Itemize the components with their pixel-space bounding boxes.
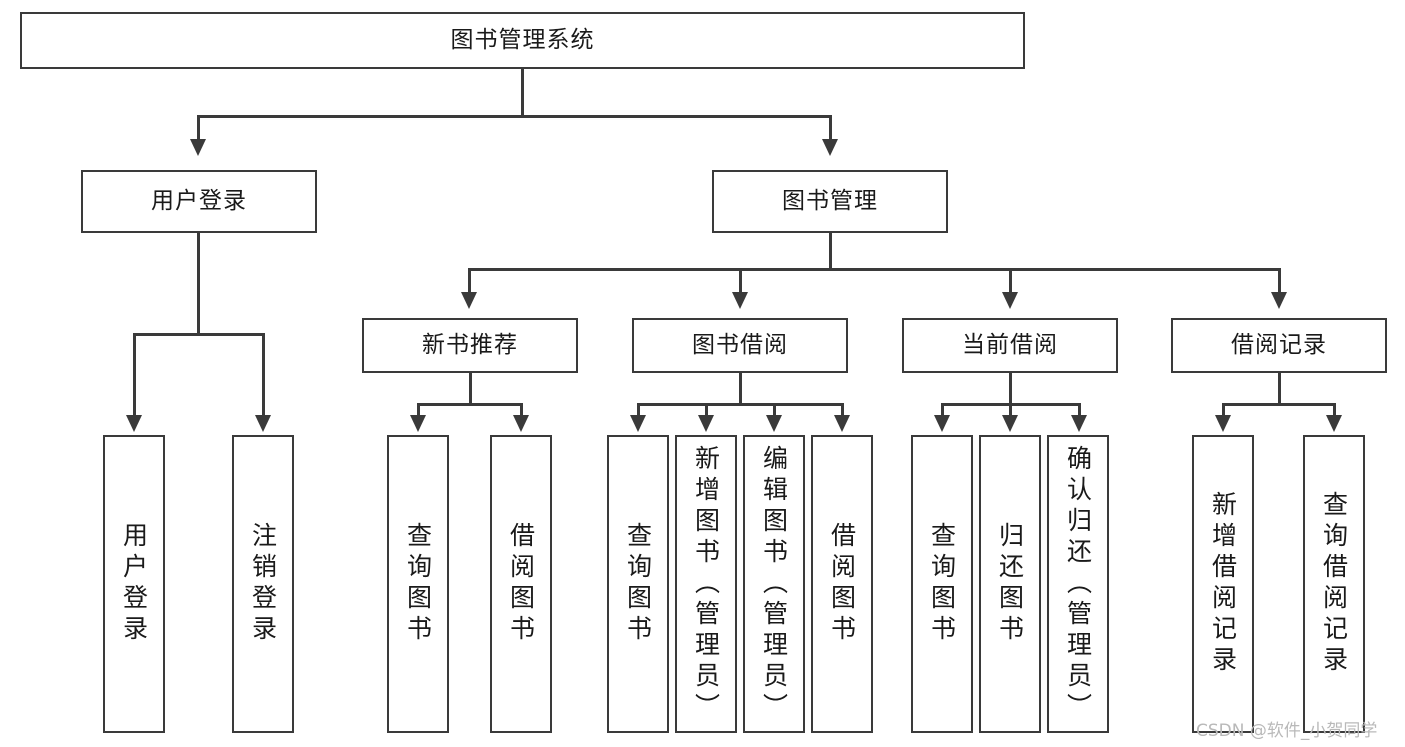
connector-user-login-child-2 — [262, 333, 265, 417]
connector-bm-child-1 — [468, 268, 471, 294]
arrowhead-bm-child-3 — [1002, 292, 1018, 309]
arrowhead-cb-child-2 — [1002, 415, 1018, 432]
node-new-book-recommend[interactable]: 新书推荐 — [362, 318, 578, 373]
arrowhead-user-login-child-2 — [255, 415, 271, 432]
node-label: 借阅图书 — [827, 522, 857, 646]
node-label: 查询图书 — [623, 522, 653, 646]
node-user-login[interactable]: 用户登录 — [81, 170, 317, 233]
node-label: 新增图书（管理员） — [691, 444, 721, 724]
node-label: 确认归还（管理员） — [1063, 444, 1093, 724]
connector-nbr-child-2 — [520, 403, 523, 417]
node-label: 查询图书 — [403, 522, 433, 646]
watermark-text: CSDN @软件_小贺同学 — [1196, 721, 1378, 741]
node-label: 图书管理 — [782, 187, 878, 214]
node-label: 归还图书 — [995, 522, 1025, 646]
connector-bb-child-2 — [705, 403, 708, 417]
connector-nbr-stem — [469, 373, 472, 405]
arrowhead-bb-child-4 — [834, 415, 850, 432]
arrowhead-cb-child-1 — [934, 415, 950, 432]
leaf-cb-query-book[interactable]: 查询图书 — [911, 435, 973, 733]
node-label: 新增借阅记录 — [1208, 491, 1238, 677]
connector-book-management-stem — [829, 233, 832, 270]
connector-cb-child-3 — [1078, 403, 1081, 417]
arrowhead-user-login-child-1 — [126, 415, 142, 432]
arrowhead-bm-child-2 — [732, 292, 748, 309]
leaf-bb-edit-book-admin[interactable]: 编辑图书（管理员） — [743, 435, 805, 733]
connector-bb-child-3 — [773, 403, 776, 417]
arrowhead-nbr-child-2 — [513, 415, 529, 432]
connector-nbr-bus — [417, 403, 522, 406]
node-label: 注销登录 — [248, 522, 278, 646]
leaf-logout[interactable]: 注销登录 — [232, 435, 294, 733]
node-label: 借阅记录 — [1231, 331, 1327, 358]
leaf-bb-query-book[interactable]: 查询图书 — [607, 435, 669, 733]
connector-root-stem — [521, 69, 524, 117]
node-current-borrow[interactable]: 当前借阅 — [902, 318, 1118, 373]
connector-br-child-1 — [1222, 403, 1225, 417]
connector-bb-child-4 — [841, 403, 844, 417]
leaf-user-login[interactable]: 用户登录 — [103, 435, 165, 733]
connector-br-child-2 — [1333, 403, 1336, 417]
connector-root-to-book-management — [829, 115, 832, 141]
connector-bb-stem — [739, 373, 742, 405]
leaf-nbr-query-book[interactable]: 查询图书 — [387, 435, 449, 733]
arrowhead-br-child-2 — [1326, 415, 1342, 432]
connector-root-bus — [197, 115, 831, 118]
leaf-bb-borrow-book[interactable]: 借阅图书 — [811, 435, 873, 733]
connector-bm-child-3 — [1009, 268, 1012, 294]
node-label: 当前借阅 — [962, 331, 1058, 358]
leaf-cb-confirm-return-admin[interactable]: 确认归还（管理员） — [1047, 435, 1109, 733]
arrowhead-bb-child-3 — [766, 415, 782, 432]
arrowhead-to-user-login — [190, 139, 206, 156]
connector-br-bus — [1222, 403, 1335, 406]
arrowhead-nbr-child-1 — [410, 415, 426, 432]
connector-bb-child-1 — [637, 403, 640, 417]
node-book-management[interactable]: 图书管理 — [712, 170, 948, 233]
arrowhead-bb-child-2 — [698, 415, 714, 432]
arrowhead-bb-child-1 — [630, 415, 646, 432]
leaf-cb-return-book[interactable]: 归还图书 — [979, 435, 1041, 733]
node-label: 图书借阅 — [692, 331, 788, 358]
connector-user-login-bus — [133, 333, 264, 336]
node-label: 借阅图书 — [506, 522, 536, 646]
csdn-watermark: CSDN @软件_小贺同学 — [1196, 716, 1377, 741]
arrowhead-to-book-management — [822, 139, 838, 156]
node-label: 图书管理系统 — [450, 26, 595, 53]
node-borrow-record[interactable]: 借阅记录 — [1171, 318, 1387, 373]
connector-nbr-child-1 — [417, 403, 420, 417]
node-root-book-management-system[interactable]: 图书管理系统 — [20, 12, 1025, 69]
connector-bb-bus — [637, 403, 843, 406]
connector-cb-child-2 — [1009, 403, 1012, 417]
leaf-br-query-record[interactable]: 查询借阅记录 — [1303, 435, 1365, 733]
connector-root-to-user-login — [197, 115, 200, 141]
arrowhead-br-child-1 — [1215, 415, 1231, 432]
node-label: 新书推荐 — [422, 331, 518, 358]
node-label: 查询图书 — [927, 522, 957, 646]
node-label: 用户登录 — [151, 187, 247, 214]
arrowhead-cb-child-3 — [1071, 415, 1087, 432]
node-label: 用户登录 — [119, 522, 149, 646]
leaf-bb-add-book-admin[interactable]: 新增图书（管理员） — [675, 435, 737, 733]
node-label: 查询借阅记录 — [1319, 491, 1349, 677]
arrowhead-bm-child-4 — [1271, 292, 1287, 309]
connector-bm-child-4 — [1278, 268, 1281, 294]
leaf-br-add-record[interactable]: 新增借阅记录 — [1192, 435, 1254, 733]
connector-cb-stem — [1009, 373, 1012, 405]
leaf-nbr-borrow-book[interactable]: 借阅图书 — [490, 435, 552, 733]
connector-br-stem — [1278, 373, 1281, 405]
node-book-borrow[interactable]: 图书借阅 — [632, 318, 848, 373]
connector-user-login-stem — [197, 233, 200, 335]
connector-cb-child-1 — [941, 403, 944, 417]
connector-book-management-bus — [468, 268, 1280, 271]
node-label: 编辑图书（管理员） — [759, 444, 789, 724]
arrowhead-bm-child-1 — [461, 292, 477, 309]
connector-bm-child-2 — [739, 268, 742, 294]
connector-user-login-child-1 — [133, 333, 136, 417]
